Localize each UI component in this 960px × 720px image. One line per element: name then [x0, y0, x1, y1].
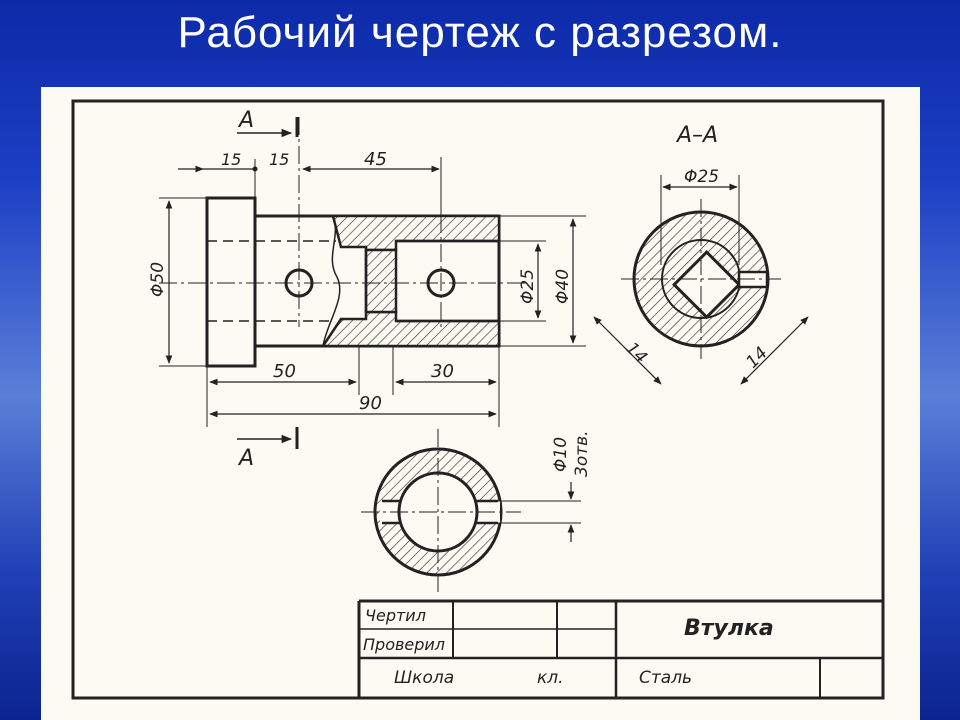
- section-label: А–А: [675, 123, 718, 148]
- dim-30: 30: [431, 361, 454, 382]
- section-a-a: [593, 175, 809, 385]
- dim-45: 45: [364, 149, 387, 170]
- drawing-sheet: А А 15 15 45 50 30 90 Φ50 Φ25 Φ40 А–А Φ2…: [41, 87, 920, 720]
- dim-phi10: Φ10: [551, 437, 571, 472]
- dim-15-left: 15: [221, 150, 241, 169]
- top-view: [361, 429, 581, 592]
- title-block-part-name: Втулка: [684, 616, 774, 641]
- technical-drawing: А А 15 15 45 50 30 90 Φ50 Φ25 Φ40 А–А Φ2…: [71, 99, 885, 700]
- dim-holes3: 3отв.: [572, 430, 592, 477]
- title-block-drawn-label: Чертил: [365, 606, 426, 625]
- front-view: [159, 117, 586, 449]
- dim-sec-14-right: 14: [742, 343, 771, 372]
- dim-phi50: Φ50: [148, 262, 168, 297]
- dim-50: 50: [273, 361, 296, 382]
- cut-label-bottom: А: [237, 446, 254, 471]
- dim-phi40: Φ40: [553, 269, 573, 304]
- dim-phi25: Φ25: [518, 269, 538, 304]
- dim-90: 90: [359, 393, 382, 414]
- title-block-checked-label: Проверил: [363, 635, 445, 654]
- dim-sec-14-left: 14: [621, 338, 650, 367]
- title-block-material: Сталь: [639, 668, 692, 688]
- slide-title: Рабочий чертеж с разрезом.: [177, 8, 783, 57]
- flange: [205, 196, 257, 368]
- title-block: [357, 599, 883, 698]
- cut-label-top: А: [237, 108, 254, 133]
- title-block-school-label: Школа: [394, 668, 454, 688]
- dim-15-right: 15: [269, 150, 289, 169]
- drawing-frame: [71, 99, 885, 700]
- title-block-class-label: кл.: [537, 668, 564, 688]
- dim-sec-phi25: Φ25: [684, 167, 719, 187]
